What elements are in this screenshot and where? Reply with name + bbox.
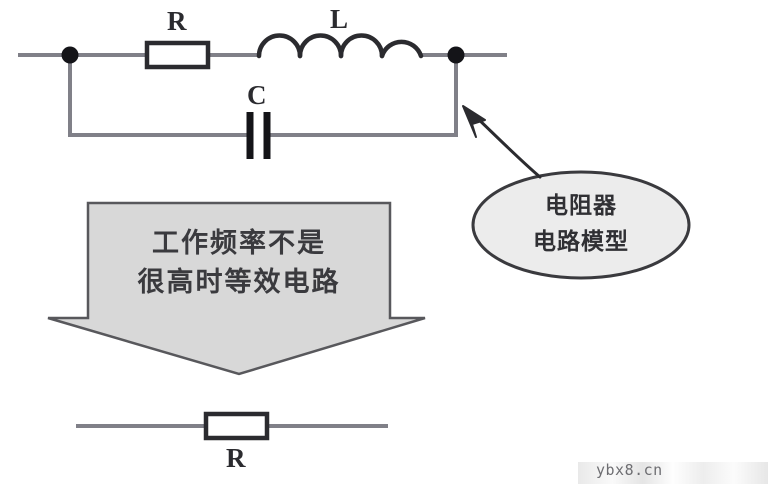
inductor-l-symbol (256, 33, 424, 59)
banner-line-2: 很高时等效电路 (137, 267, 341, 298)
label-capacitor-c: C (247, 80, 267, 110)
junction-dot-left (61, 46, 79, 64)
label-inductor-l: L (330, 4, 349, 34)
callout-line-1: 电阻器 (545, 193, 617, 219)
top-circuit-wires (18, 53, 507, 137)
watermark-smudge (578, 462, 768, 484)
watermark-text: ybx8.cn (596, 461, 663, 479)
junction-dot-right (447, 46, 465, 64)
capacitor-c-symbol (246, 112, 271, 159)
resistor-r-symbol (144, 40, 211, 70)
callout-line-2: 电路模型 (533, 229, 629, 255)
label-resistor-r: R (167, 6, 187, 36)
banner-arrow-shape (47, 201, 426, 376)
callout-ellipse (471, 170, 691, 280)
label-resistor-r-simplified: R (226, 443, 246, 473)
banner-line-1: 工作频率不是 (152, 228, 326, 259)
resistor-r-symbol-simplified (203, 411, 270, 441)
callout-arrow (462, 105, 542, 179)
